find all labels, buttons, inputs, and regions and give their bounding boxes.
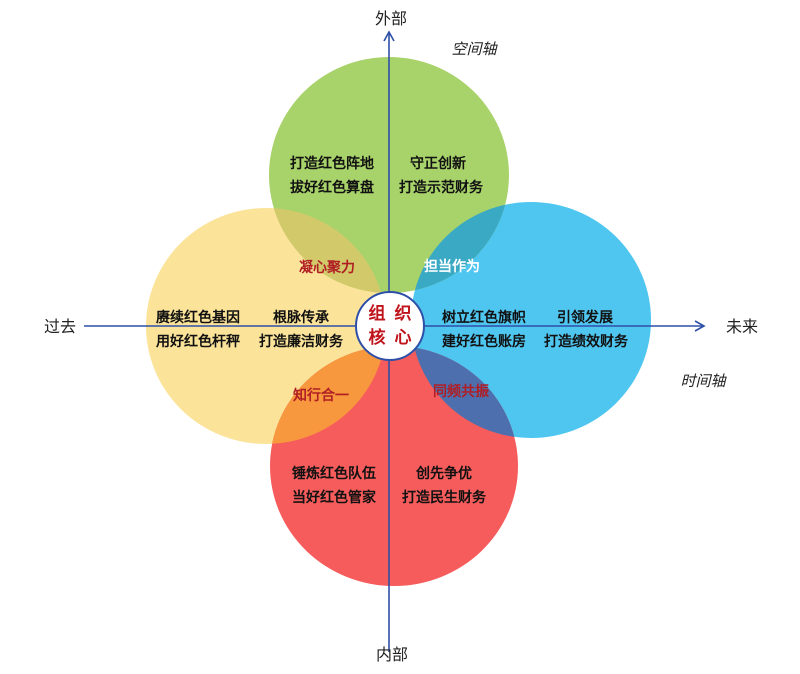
overlap-bottom-left — [270, 346, 386, 444]
overlap-label-bottom-left: 知行合一 — [293, 387, 349, 404]
overlap-top-left — [269, 208, 386, 293]
horizontal-axis-name: 时间轴 — [680, 372, 727, 390]
circle-text: 用好红色杆秤 — [156, 333, 240, 350]
circle-text: 守正创新 — [410, 155, 466, 172]
circle-text: 打造廉洁财务 — [259, 333, 344, 350]
overlap-label-top-right: 担当作为 — [424, 258, 480, 275]
circle-external-text: 打造红色阵地 守正创新 拔好红色算盘 打造示范财务 — [290, 155, 484, 196]
circle-internal-text: 锤炼红色队伍 创先争优 当好红色管家 打造民生财务 — [292, 465, 487, 506]
axis-left-label: 过去 — [44, 317, 76, 336]
circle-text: 根脉传承 — [273, 309, 329, 326]
circle-text: 建好红色账房 — [442, 333, 526, 350]
circle-text: 打造绩效财务 — [544, 333, 629, 350]
overlap-bottom-right — [411, 346, 518, 438]
axis-right-label: 未来 — [726, 317, 758, 336]
core-char: 核 — [369, 327, 386, 348]
circle-text: 引领发展 — [557, 309, 613, 326]
circle-future-text: 树立红色旗帜 引领发展 建好红色账房 打造绩效财务 — [442, 309, 629, 350]
core-text: 组 织 核 心 — [369, 303, 412, 348]
circle-text: 锤炼红色队伍 — [292, 465, 376, 482]
core-char: 心 — [395, 328, 412, 348]
overlap-label-top-left: 凝心聚力 — [299, 259, 355, 276]
axis-bottom-label: 内部 — [376, 645, 408, 664]
axis-top-label: 外部 — [375, 9, 407, 28]
core-circle — [355, 291, 425, 361]
circle-text: 打造红色阵地 — [290, 155, 374, 172]
overlap-label-bottom-right: 同频共振 — [433, 383, 489, 400]
vertical-axis-name: 空间轴 — [451, 40, 498, 58]
circle-text: 打造民生财务 — [402, 489, 487, 506]
circle-text: 赓续红色基因 — [156, 309, 240, 326]
core-char: 织 — [395, 303, 412, 324]
circle-text: 树立红色旗帜 — [442, 309, 526, 326]
overlap-top-right — [411, 202, 509, 293]
circle-text: 打造示范财务 — [399, 179, 484, 196]
circle-text: 当好红色管家 — [292, 489, 377, 506]
circle-text: 创先争优 — [415, 465, 472, 482]
circle-text: 拔好红色算盘 — [290, 179, 374, 196]
core-char: 组 — [369, 303, 386, 324]
circle-past-text: 赓续红色基因 根脉传承 用好红色杆秤 打造廉洁财务 — [156, 309, 344, 350]
